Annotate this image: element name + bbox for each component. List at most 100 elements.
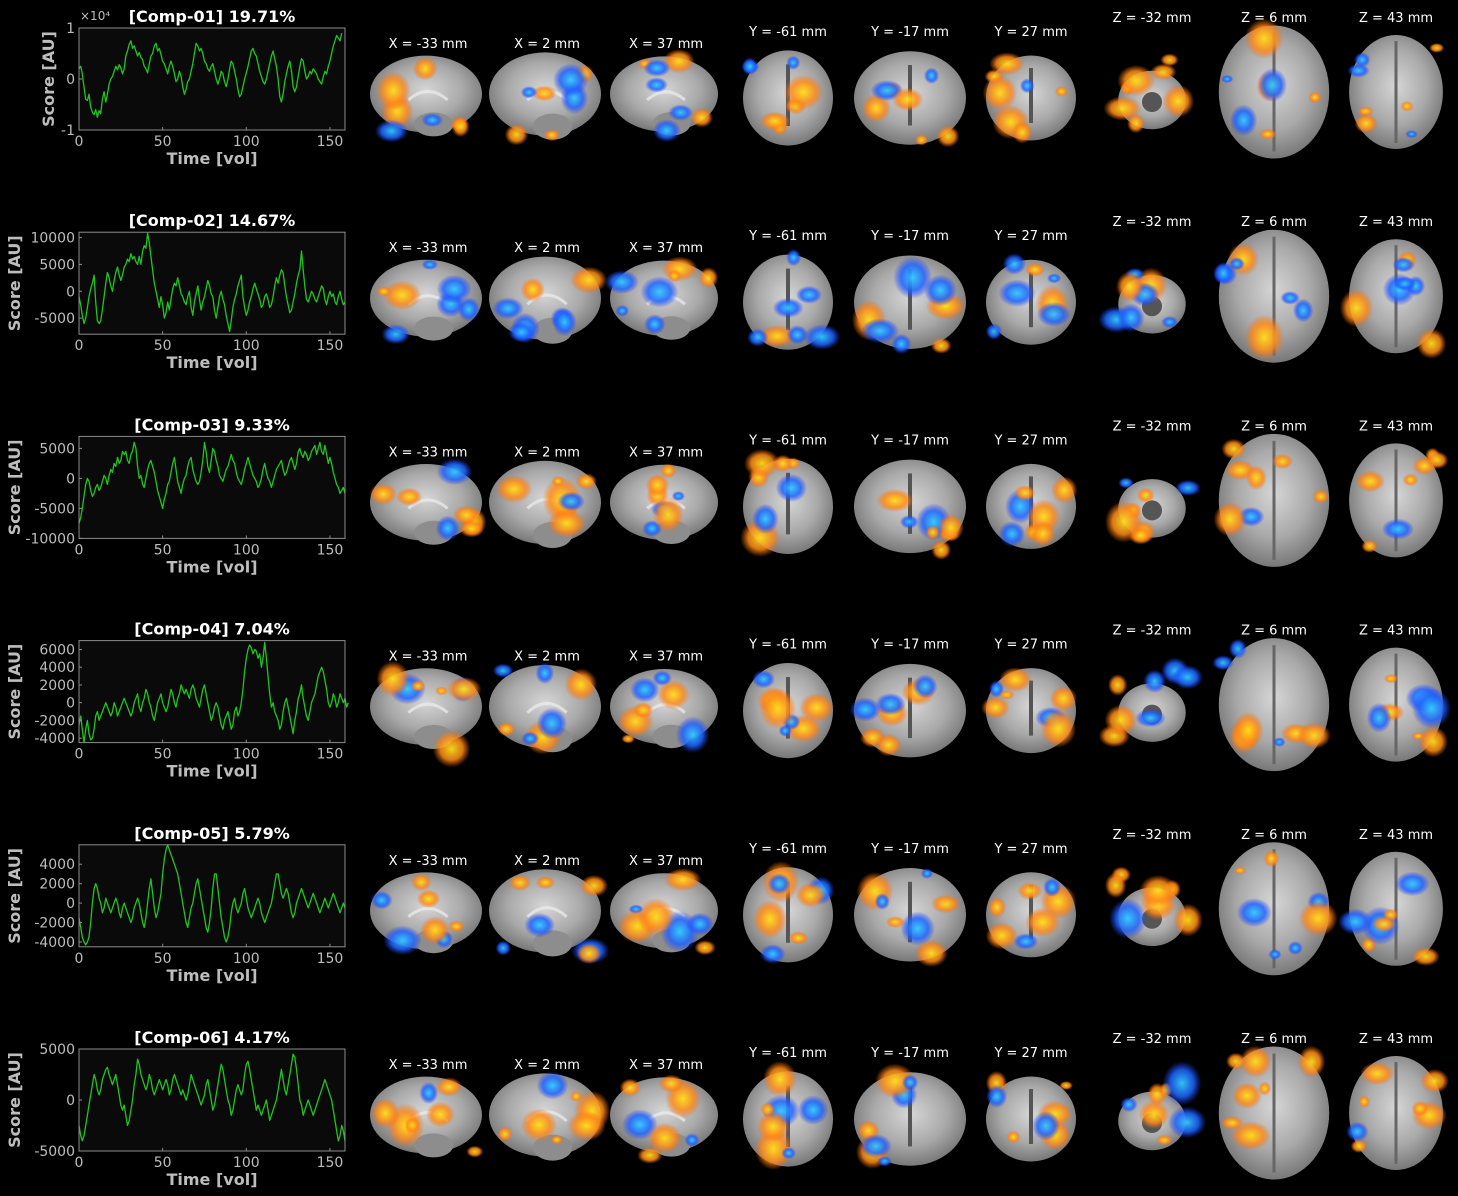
activation-positive: [1308, 91, 1322, 104]
activation-negative: [1393, 276, 1417, 291]
slice-label: Y = -17 mm: [870, 1046, 949, 1061]
activation-negative: [622, 1109, 658, 1140]
activation-negative: [796, 285, 823, 304]
activation-positive: [1239, 1045, 1272, 1078]
plot-area: [79, 1049, 345, 1151]
activation-negative: [1395, 871, 1430, 897]
activation-positive: [1173, 903, 1203, 937]
activation-negative: [1175, 479, 1201, 496]
activation-negative: [985, 323, 1003, 340]
activation-positive: [664, 868, 702, 892]
activation-positive: [1162, 84, 1195, 118]
activation-positive: [1350, 1139, 1368, 1153]
slice-r2-c2: X = 2 mm: [489, 241, 608, 344]
activation-positive: [1361, 539, 1378, 553]
slice-label: X = 37 mm: [629, 241, 703, 256]
slice-label: Z = -32 mm: [1113, 1032, 1192, 1047]
activation-positive: [410, 680, 426, 692]
corpus-callosum: [526, 906, 568, 918]
y-tick-label: 0: [66, 72, 75, 88]
activation-positive: [504, 123, 529, 146]
slice-label: X = 37 mm: [629, 37, 703, 52]
activation-positive: [1357, 106, 1374, 117]
slice-label: Z = -32 mm: [1113, 828, 1192, 843]
activation-positive: [885, 916, 905, 928]
midline: [908, 881, 912, 943]
slice-r5-c5: Y = -17 mm: [854, 842, 966, 967]
activation-negative: [521, 731, 539, 746]
plot-area: [79, 232, 345, 335]
activation-positive: [1400, 100, 1414, 112]
midline: [1029, 1089, 1033, 1144]
slice-r4-c6: Y = 27 mm: [981, 638, 1078, 754]
activation-positive: [1312, 489, 1329, 504]
activation-positive: [1103, 96, 1142, 121]
slice-label: Y = -61 mm: [748, 433, 827, 448]
activation-negative: [676, 716, 710, 754]
activation-negative: [421, 113, 444, 128]
slice-r5-c6: Y = 27 mm: [985, 842, 1077, 958]
activation-positive: [799, 692, 835, 723]
plot-title: [Comp-06] 4.17%: [134, 1028, 289, 1047]
slice-label: Y = -61 mm: [748, 1046, 827, 1061]
slice-r6-c1: X = -33 mm: [370, 1058, 484, 1158]
activation-negative: [1366, 702, 1392, 733]
slice-r2-c8: Z = 6 mm: [1213, 215, 1330, 363]
slice-r5-c9: Z = 43 mm: [1338, 828, 1443, 966]
activation-positive: [1226, 1052, 1246, 1071]
slice-r4-c3: X = 37 mm: [610, 650, 718, 754]
activation-positive: [1104, 500, 1143, 543]
activation-positive: [1156, 1134, 1173, 1146]
activation-positive: [989, 52, 1025, 76]
x-tick-label: 0: [75, 542, 84, 558]
slice-label: Y = 27 mm: [993, 229, 1067, 244]
slice-r4-c9: Z = 43 mm: [1349, 624, 1452, 762]
activation-negative: [495, 940, 511, 956]
activation-positive: [579, 874, 609, 897]
activation-positive: [1416, 328, 1447, 359]
slice-r2-c5: Y = -17 mm: [851, 229, 966, 354]
midline: [1394, 1062, 1398, 1164]
slice-label: Y = 27 mm: [993, 638, 1067, 653]
y-tick-label: 4000: [39, 660, 75, 676]
slice-r6-c4: Y = -61 mm: [743, 1046, 833, 1171]
activation-positive: [999, 667, 1032, 692]
x-tick-label: 150: [317, 542, 344, 558]
activation-positive: [1258, 1081, 1271, 1096]
activation-negative: [1043, 877, 1061, 897]
activation-positive: [915, 939, 948, 967]
score-trace: [78, 1053, 346, 1142]
midline: [908, 269, 912, 330]
activation-positive: [446, 676, 482, 702]
x-axis-label: Time [vol]: [166, 149, 257, 168]
activation-positive: [453, 505, 480, 525]
activation-negative: [370, 891, 393, 910]
activation-positive: [1297, 722, 1331, 749]
slice-label: X = -33 mm: [389, 650, 468, 665]
activation-negative: [1228, 638, 1247, 659]
x-tick-label: 150: [317, 747, 344, 763]
exponent-label: ×10⁴: [80, 9, 110, 23]
slice-r1-c6: Y = 27 mm: [982, 25, 1076, 144]
activation-positive: [985, 922, 1018, 950]
x-tick-label: 100: [233, 1155, 260, 1171]
slice-label: X = 2 mm: [514, 650, 580, 665]
activation-negative: [536, 707, 567, 740]
activation-negative: [786, 248, 802, 267]
activation-positive: [520, 277, 545, 302]
x-tick-label: 50: [154, 747, 172, 763]
activation-positive: [1104, 872, 1127, 899]
slice-label: Y = -17 mm: [870, 25, 949, 40]
activation-negative: [652, 670, 672, 686]
y-tick-label: 0: [66, 284, 75, 300]
activation-negative: [1293, 298, 1314, 323]
activation-positive: [1117, 64, 1156, 97]
activation-positive: [763, 1060, 797, 1098]
x-tick-label: 150: [317, 951, 344, 967]
slice-r4-c7: Z = -32 mm: [1098, 624, 1203, 748]
activation-negative: [923, 67, 940, 84]
slice-label: Z = -32 mm: [1113, 11, 1192, 26]
activation-positive: [653, 497, 684, 533]
